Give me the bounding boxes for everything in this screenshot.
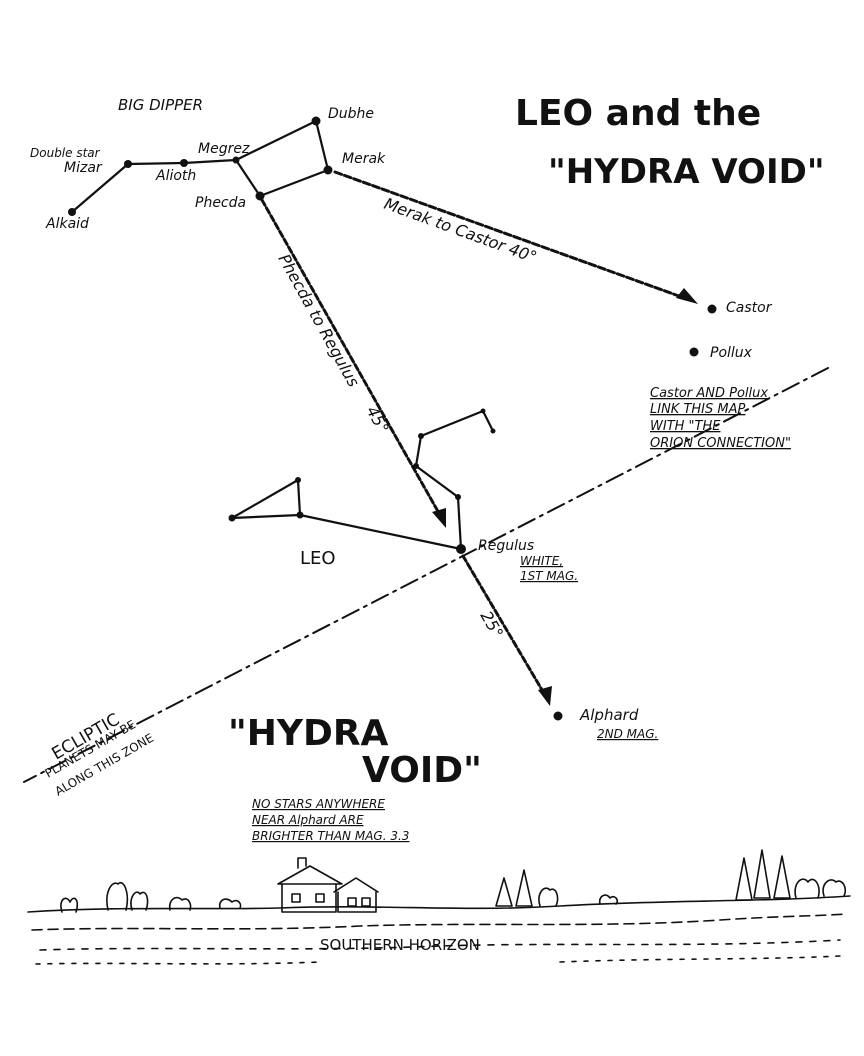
- note-void-1: NO STARS ANYWHERE: [252, 797, 385, 811]
- star-regulus: [456, 544, 466, 554]
- note-castor-pollux-1: Castor AND Pollux: [650, 386, 768, 401]
- hydra-void-line-2: VOID": [362, 750, 482, 791]
- star-leo-8: [490, 428, 496, 434]
- arrowhead-alphard: [538, 686, 552, 706]
- star-merak: [323, 165, 333, 175]
- note-void-3: BRIGHTER THAN MAG. 3.3: [252, 829, 409, 843]
- note-regulus-2: 1ST MAG.: [520, 569, 578, 583]
- star-leo-5: [413, 463, 419, 469]
- label-pollux: Pollux: [710, 345, 753, 361]
- label-alphard: Alphard: [579, 706, 639, 724]
- label-regulus: Regulus: [478, 538, 534, 554]
- title-line-1: LEO and the: [515, 93, 761, 134]
- arrowhead-regulus: [432, 508, 446, 528]
- label-leo: LEO: [300, 548, 336, 569]
- star-dubhe: [311, 116, 321, 126]
- label-merak: Merak: [342, 151, 386, 167]
- star-leo-7: [480, 408, 486, 414]
- leo-lines: [230, 409, 495, 551]
- star-phecda: [255, 191, 265, 201]
- note-castor-pollux-2: LINK THIS MAP: [650, 402, 746, 417]
- route-phecda-regulus: [260, 198, 442, 517]
- label-dubhe: Dubhe: [328, 106, 374, 122]
- label-phecda: Phecda: [195, 195, 246, 211]
- note-castor-pollux-4: ORION CONNECTION": [650, 436, 791, 451]
- label-castor: Castor: [726, 300, 773, 316]
- label-megrez: Megrez: [198, 141, 250, 157]
- label-alkaid: Alkaid: [45, 216, 89, 232]
- big-dipper-lines: [70, 119, 330, 214]
- star-leo-3: [296, 511, 304, 519]
- star-alkaid: [68, 208, 76, 216]
- star-leo-2: [295, 477, 301, 483]
- note-alphard: 2ND MAG.: [597, 727, 658, 741]
- label-phecda-regulus-angle: 45°: [363, 403, 393, 437]
- hydra-void-line-1: "HYDRA: [228, 713, 389, 754]
- star-alioth: [180, 159, 188, 167]
- star-pollux: [689, 347, 699, 357]
- star-mizar: [124, 160, 132, 168]
- star-megrez: [232, 156, 240, 164]
- label-alioth: Alioth: [155, 168, 196, 184]
- label-southern-horizon: SOUTHERN HORIZON: [320, 936, 480, 954]
- label-double-star: Double star: [30, 146, 101, 160]
- star-leo-1: [228, 514, 236, 522]
- label-mizar: Mizar: [64, 160, 103, 176]
- star-castor: [707, 304, 717, 314]
- label-big-dipper: BIG DIPPER: [118, 96, 203, 114]
- title-line-2: "HYDRA VOID": [548, 152, 825, 192]
- arrowhead-castor: [676, 288, 698, 304]
- route-regulus-alphard: [461, 554, 547, 697]
- note-regulus-1: WHITE,: [520, 554, 563, 568]
- note-castor-pollux-3: WITH "THE: [650, 419, 721, 434]
- label-regulus-alphard-angle: 25°: [477, 608, 508, 642]
- label-merak-to-castor: Merak to Castor 40°: [382, 194, 540, 267]
- star-leo-6: [418, 433, 424, 439]
- horizon-landscape: [27, 849, 851, 965]
- ecliptic-line: [23, 367, 829, 783]
- route-merak-castor: [333, 170, 692, 302]
- label-phecda-to-regulus: Phecda to Regulus: [275, 251, 364, 390]
- star-alphard: [553, 711, 563, 721]
- star-leo-4: [455, 494, 461, 500]
- note-void-2: NEAR Alphard ARE: [252, 813, 364, 827]
